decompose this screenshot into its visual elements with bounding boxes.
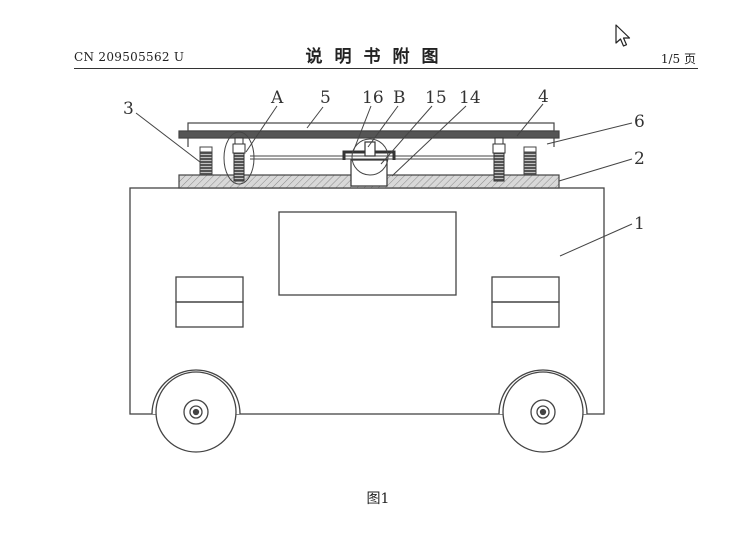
ref-label-6: 6 xyxy=(634,112,645,132)
left-panel-lower xyxy=(175,301,244,328)
reference-labels: 3 A 5 16 B 15 14 4 6 2 1 xyxy=(123,87,645,234)
ref-label-5: 5 xyxy=(320,88,331,108)
right-panel-lower xyxy=(491,301,560,328)
patent-number: CN 209505562 U xyxy=(74,50,185,64)
ref-label-B: B xyxy=(393,88,406,108)
ref-label-4: 4 xyxy=(538,87,549,107)
leader-lines xyxy=(135,103,633,257)
ref-label-16: 16 xyxy=(362,88,384,108)
right-outer-support xyxy=(523,146,537,176)
left-lift-column xyxy=(223,131,255,185)
page-header: CN 209505562 U 说明书附图 1/5 页 xyxy=(0,0,756,72)
left-wheel xyxy=(151,369,241,453)
figure-caption: 图1 xyxy=(366,491,390,507)
right-lift-column xyxy=(492,137,506,182)
center-window xyxy=(278,211,457,296)
ref-label-3: 3 xyxy=(123,99,134,119)
arrow-pointer-icon xyxy=(615,24,631,47)
ref-label-A: A xyxy=(270,88,284,108)
ref-label-14: 14 xyxy=(459,88,481,108)
section-title: 说明书附图 xyxy=(305,47,451,67)
ref-label-15: 15 xyxy=(425,88,447,108)
center-drive-unit xyxy=(342,138,396,187)
page-indicator: 1/5 页 xyxy=(660,52,696,66)
left-outer-support xyxy=(199,146,213,176)
header-rule xyxy=(74,68,698,69)
right-wheel xyxy=(498,369,588,453)
ref-label-1: 1 xyxy=(634,214,645,234)
ref-label-2: 2 xyxy=(634,149,645,169)
